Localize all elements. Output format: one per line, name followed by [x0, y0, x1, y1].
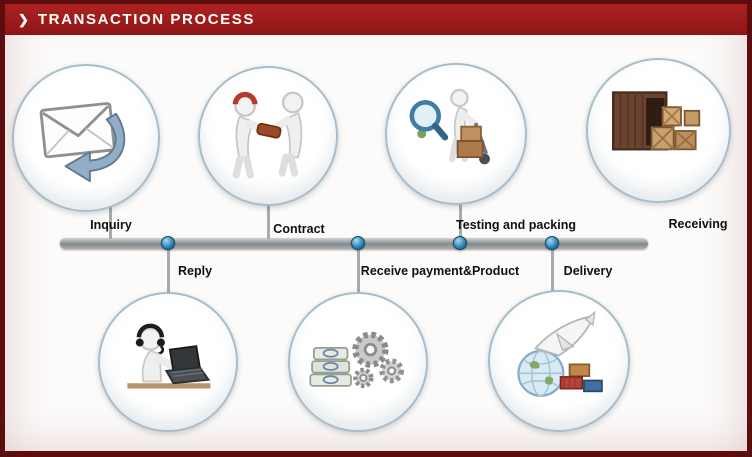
step-label-payment: Receive payment&Product	[360, 264, 520, 278]
timeline-node-payment	[351, 236, 365, 250]
connector-line-payment	[357, 249, 360, 294]
connector-line-delivery	[551, 249, 554, 292]
timeline-node-testing	[453, 236, 467, 250]
step-circle-reply	[98, 292, 238, 432]
connector-line-contract	[267, 203, 270, 239]
step-circle-testing	[385, 63, 527, 205]
timeline-node-reply	[161, 236, 175, 250]
step-circle-payment	[288, 292, 428, 432]
container-crates-icon	[611, 90, 700, 150]
step-circle-receiving	[586, 58, 731, 203]
step-label-reply: Reply	[177, 264, 213, 278]
chevron-icon: ❯	[18, 12, 29, 27]
magnifier-packing-icon	[409, 88, 491, 165]
header-bar: ❯ TRANSACTION PROCESS	[5, 4, 747, 35]
support-laptop-icon	[127, 323, 211, 389]
step-circle-delivery	[488, 290, 630, 432]
page-title: TRANSACTION PROCESS	[37, 11, 255, 28]
step-label-delivery: Delivery	[563, 264, 613, 278]
connector-line-testing	[459, 200, 462, 239]
step-label-testing: Testing and packing	[456, 218, 576, 232]
step-label-receiving: Receiving	[668, 217, 728, 231]
money-gears-icon	[309, 331, 404, 389]
connector-line-inquiry	[109, 206, 112, 239]
step-circle-contract	[198, 66, 338, 206]
step-circle-inquiry	[12, 64, 160, 212]
handshake-figures-icon	[232, 91, 304, 179]
envelope-reply-icon	[39, 101, 126, 182]
timeline-node-delivery	[545, 236, 559, 250]
step-label-inquiry: Inquiry	[90, 218, 132, 232]
connector-line-reply	[167, 249, 170, 294]
airplane-globe-icon	[517, 310, 603, 398]
step-label-contract: Contract	[273, 222, 325, 236]
